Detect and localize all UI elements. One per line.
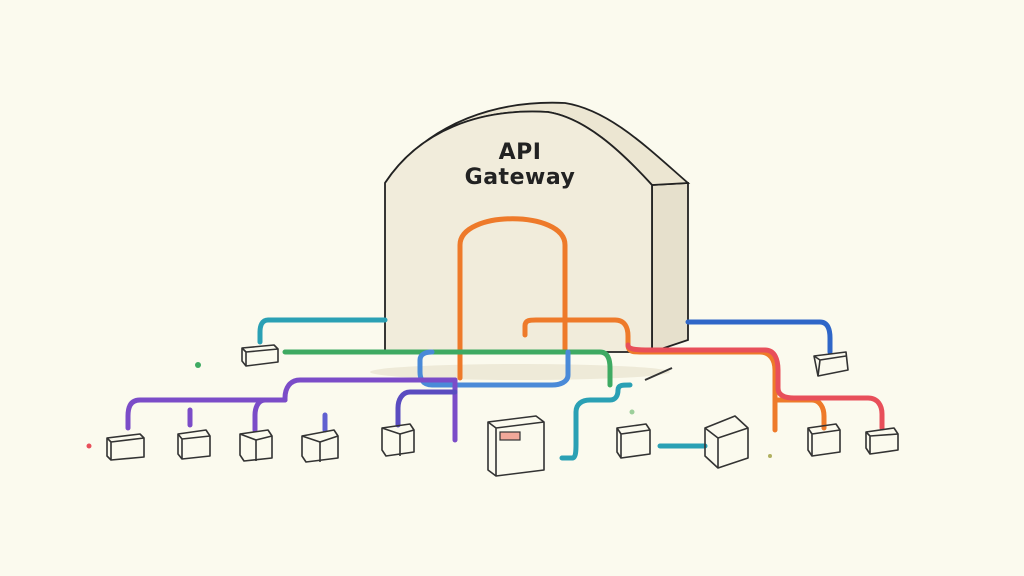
wire-teal-top-left [257, 317, 388, 345]
service-box-3 [239, 429, 273, 462]
wire-blue-right [685, 319, 833, 355]
server-tower [487, 415, 545, 477]
server-tower-indicator [499, 431, 521, 441]
connection-wires [125, 317, 885, 461]
wire-purple-to-highlight-box [395, 389, 458, 428]
service-box-9 [865, 427, 899, 455]
gateway-label-line2: Gateway [464, 165, 576, 191]
gateway-arch-line [457, 216, 568, 381]
service-box-4 [301, 429, 339, 463]
dot-olive [768, 454, 772, 458]
gateway-building [370, 101, 691, 381]
service-boxes [106, 344, 899, 477]
wire-green-main [282, 349, 613, 388]
dot-red [86, 443, 92, 449]
service-box-top-right [813, 351, 849, 377]
gateway-shadow [370, 364, 670, 380]
dot-light-green [629, 409, 635, 415]
gateway-label-line1: API [498, 140, 542, 165]
wire-red-right [625, 342, 885, 431]
service-box-top-left [241, 344, 279, 367]
service-box-6 [616, 423, 651, 459]
gateway-side-face [651, 182, 689, 354]
service-box-2-highlight [177, 429, 211, 460]
wire-purple-main [125, 377, 458, 431]
service-box-1 [106, 433, 145, 461]
decorative-dots [86, 362, 772, 458]
wire-small-dark [644, 367, 673, 381]
wire-orange-branch [772, 397, 827, 431]
wire-teal-lower [559, 382, 633, 461]
service-box-8 [807, 423, 841, 457]
service-box-7-large [704, 415, 749, 469]
service-box-5-highlight [381, 423, 415, 457]
gateway-label: API Gateway [430, 140, 610, 191]
wire-purple-branch [252, 397, 288, 433]
wire-orange-right [522, 317, 778, 433]
gateway-front-face [384, 110, 653, 353]
dot-green [195, 362, 201, 368]
